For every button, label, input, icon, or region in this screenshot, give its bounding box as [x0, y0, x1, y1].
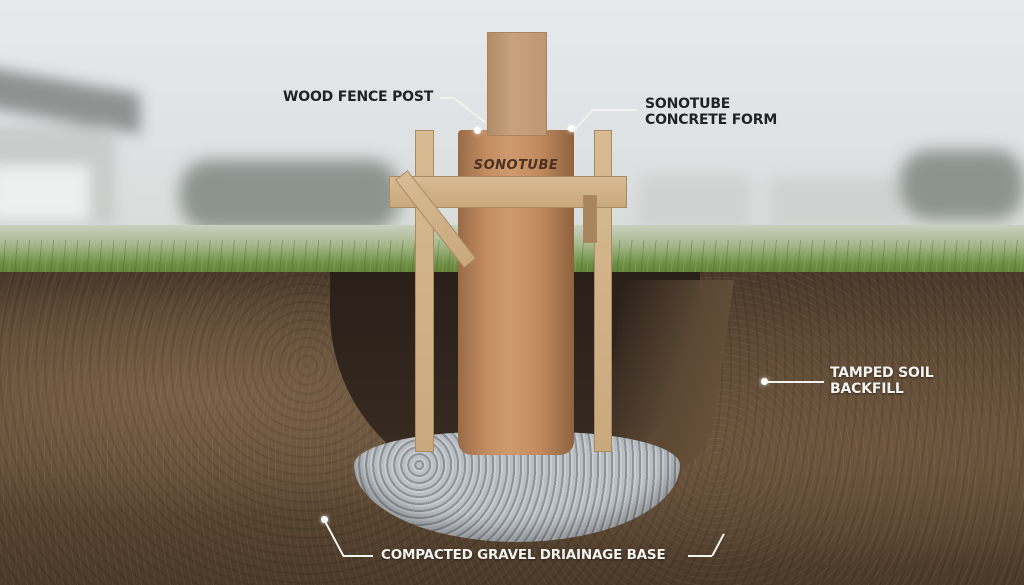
blurred-trees — [180, 160, 400, 230]
leader-dot-post — [474, 127, 481, 134]
blurred-house-left — [0, 65, 150, 230]
blurred-trees-right — [900, 150, 1024, 220]
leader-line-backfill — [766, 381, 824, 383]
wood-fence-post — [487, 32, 547, 136]
label-backfill-line1: TAMPED SOIL — [830, 365, 934, 381]
leader-line-sonotube — [592, 109, 637, 111]
sonotube-logo: SONOTUBE — [473, 158, 559, 173]
blurred-house-right-2 — [770, 178, 900, 233]
leader-line-gravel-right — [688, 555, 712, 557]
bracing-leg-right — [594, 130, 612, 452]
label-sonotube-line1: SONOTUBE — [645, 96, 731, 112]
leader-dot-gravel-left — [321, 516, 328, 523]
leader-line-post — [440, 97, 454, 99]
brace-block-right — [583, 195, 597, 243]
label-backfill: TAMPED SOIL BACKFILL — [830, 365, 934, 398]
label-gravel-base: COMPACTED GRAVEL DRIAINAGE BASE — [381, 547, 666, 563]
leader-dot-backfill — [761, 378, 768, 385]
blurred-house-right — [640, 175, 750, 230]
label-wood-fence-post: WOOD FENCE POST — [283, 89, 434, 105]
label-sonotube-line2: CONCRETE FORM — [645, 112, 778, 129]
leader-line-gravel-left — [343, 555, 373, 557]
leader-dot-sonotube — [568, 125, 575, 132]
label-sonotube: SONOTUBE CONCRETE FORM — [645, 96, 777, 128]
label-backfill-line2: BACKFILL — [830, 381, 904, 398]
